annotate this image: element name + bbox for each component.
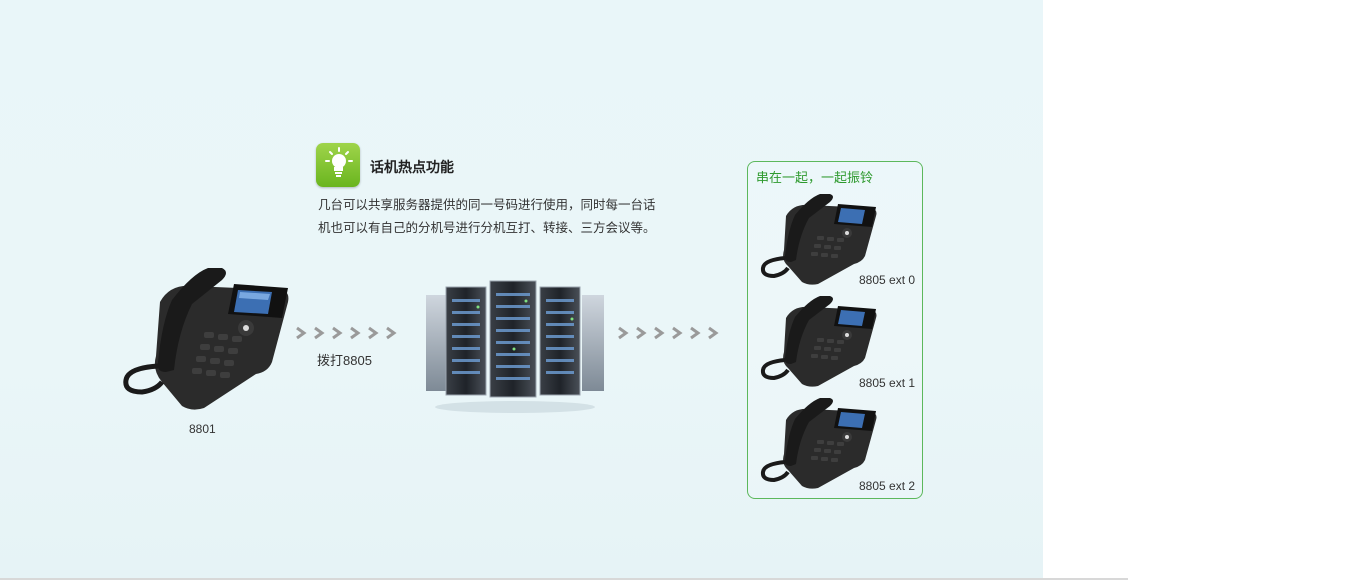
extension-label: 8805 ext 1 [859, 376, 916, 390]
server-rack-icon [422, 279, 608, 423]
caller-label: 8801 [189, 422, 216, 436]
divider [0, 578, 1128, 580]
feature-desc-line-2: 机也可以有自己的分机号进行分机互打、转接、三方会议等。 [318, 220, 656, 235]
feature-title: 话机热点功能 [370, 160, 454, 176]
feature-description: 几台可以共享服务器提供的同一号码进行使用，同时每一台话 机也可以有自己的分机号进… [318, 193, 698, 239]
extension-label: 8805 ext 2 [859, 479, 916, 493]
lightbulb-icon [316, 143, 360, 187]
extension-phone [760, 394, 880, 494]
caller-phone [122, 262, 294, 416]
feature-desc-line-1: 几台可以共享服务器提供的同一号码进行使用，同时每一台话 [318, 197, 656, 212]
extension-phone [760, 190, 880, 290]
extension-label: 8805 ext 0 [859, 273, 916, 287]
arrow-right-icon [294, 326, 398, 340]
ring-group-title: 串在一起，一起振铃 [756, 171, 874, 186]
dial-label: 拨打8805 [317, 353, 372, 368]
extension-phone [760, 292, 880, 392]
arrow-right-icon [616, 326, 720, 340]
